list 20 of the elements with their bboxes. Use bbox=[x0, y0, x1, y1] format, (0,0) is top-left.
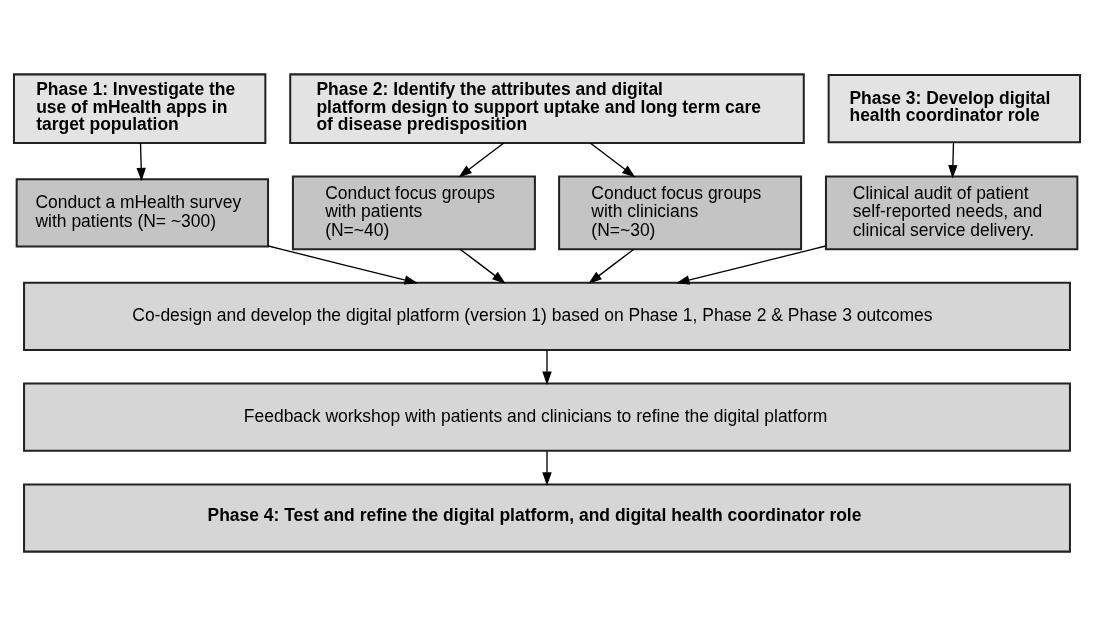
node-box: Clinical audit of patient self-reported needs, and clinical service delivery. bbox=[824, 175, 1079, 251]
arrow bbox=[542, 450, 552, 486]
node-box: Co-design and develop the digital platform (version 1) based on Phase 1, Phase 2 & Phase 3 outcomes bbox=[23, 281, 1071, 351]
node-box: Conduct focus groups with clinicians (N=~30) bbox=[558, 175, 803, 251]
arrow bbox=[542, 349, 552, 385]
arrow bbox=[676, 245, 827, 285]
arrow bbox=[136, 142, 146, 182]
arrow bbox=[458, 142, 505, 178]
node-box: Phase 2: Identify the attributes and digital platform design to support uptake and long term care of disease predisposition bbox=[289, 73, 805, 144]
node-box: Conduct a mHealth survey with patients (N= ~300) bbox=[15, 178, 270, 248]
arrow bbox=[459, 248, 506, 284]
node-box: Phase 3: Develop digital health coordinator role bbox=[827, 74, 1082, 144]
arrow bbox=[948, 142, 958, 179]
node-box: Feedback workshop with patients and clinicians to refine the digital platform bbox=[23, 382, 1071, 452]
arrow bbox=[267, 245, 418, 285]
node-box: Phase 4: Test and refine the digital platform, and digital health coordinator role bbox=[23, 483, 1071, 553]
arrow bbox=[588, 248, 635, 284]
node-box: Phase 1: Investigate the use of mHealth apps in target population bbox=[12, 73, 267, 144]
node-box: Conduct focus groups with patients (N=~40) bbox=[291, 175, 536, 251]
arrow bbox=[589, 142, 636, 178]
